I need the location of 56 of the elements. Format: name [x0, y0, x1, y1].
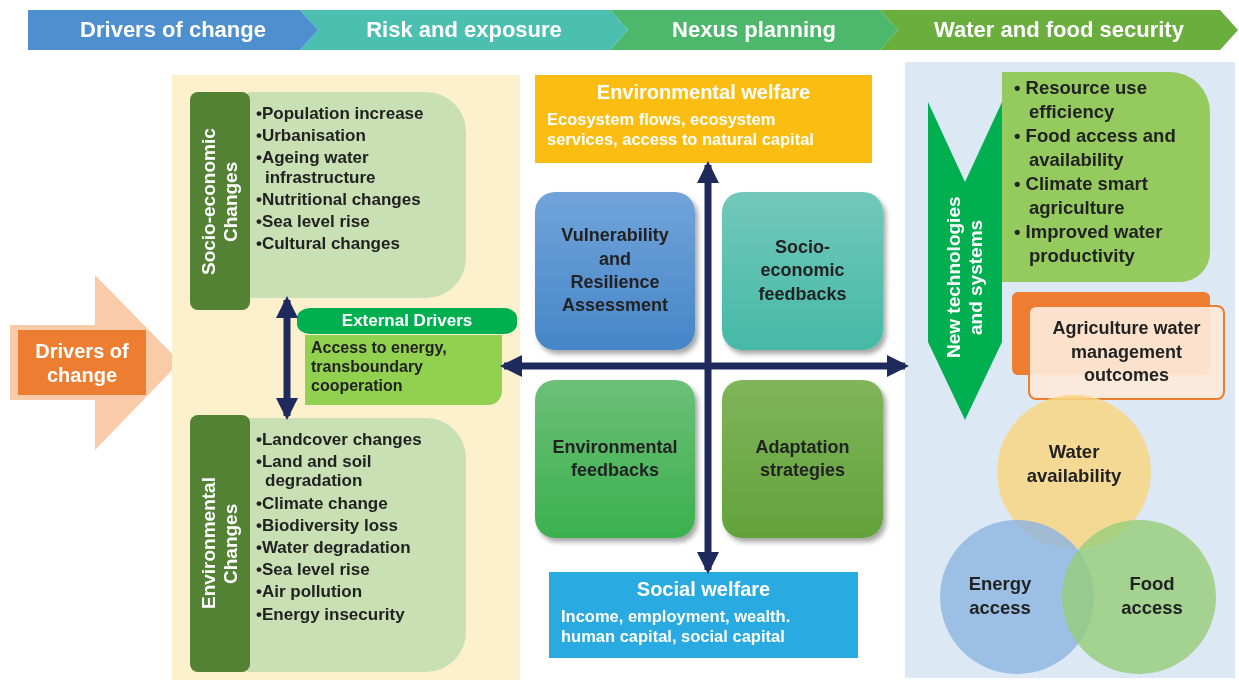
box-title: Environmental welfare [595, 81, 812, 104]
rounded-box [722, 380, 883, 538]
double-arrow [276, 296, 298, 420]
outcome-card: Agriculture water management outcomes [1028, 305, 1225, 400]
info-box [535, 75, 872, 163]
circle-label: Water availability [1025, 440, 1123, 489]
rounded-box [722, 192, 883, 350]
chevron-banner: Water and food security [880, 10, 1238, 50]
bullet-item: •Population increase [256, 104, 425, 124]
bullet-item: •Air pollution [256, 582, 364, 602]
pill-heading: External Drivers [297, 308, 517, 334]
list-panel [1002, 72, 1210, 282]
circle-label: Energy access [967, 572, 1033, 621]
double-arrow [500, 355, 909, 377]
circle-label: Food access [1120, 572, 1184, 621]
bullet-item: •Landcover changes [256, 430, 423, 450]
bullet-item: • Resource use efficiency [1014, 76, 1148, 125]
bullet-item: •Sea level rise [256, 212, 371, 232]
box-title: Social welfare [635, 578, 772, 601]
bullet-item: •Ageing water infrastructure [256, 148, 377, 187]
list-panel [248, 92, 466, 298]
bullet-item: • Improved water productivity [1014, 220, 1164, 269]
tab-label: Environmental Changes [198, 476, 242, 612]
box-label: Adaptation strategies [754, 435, 851, 482]
bullet-item: •Urbanisation [256, 126, 367, 146]
bullet-item: •Water degradation [256, 538, 412, 558]
box-text: Income, employment, wealth. human capital, social capital [561, 607, 792, 647]
box-label: Environmental feedbacks [552, 435, 678, 482]
bullet-item: •Cultural changes [256, 234, 401, 254]
driver-text: Access to energy, transboundary cooperation [305, 335, 502, 405]
background-panel [172, 75, 520, 680]
chevron-label: New technologies and systems [943, 195, 987, 360]
box-label: Vulnerability and Resilience Assessment [560, 224, 670, 318]
background-panel [905, 62, 1235, 678]
bullet-item: •Climate change [256, 493, 389, 513]
chevron-banner: Risk and exposure [300, 10, 628, 50]
double-arrow [697, 161, 719, 574]
bullet-item: •Biodiversity loss [256, 515, 399, 535]
bullet-item: •Nutritional changes [256, 189, 422, 209]
rounded-box [535, 380, 695, 538]
list-panel [248, 418, 466, 672]
tab-label: Socio-economic Changes [198, 126, 242, 277]
bullet-item: •Energy insecurity [256, 604, 406, 624]
arrow-label: Drivers of change [18, 330, 146, 395]
info-box [549, 572, 858, 658]
chevron-banner: Drivers of change [28, 10, 318, 50]
box-text: Ecosystem flows, ecosystem services, access to natural capital [547, 110, 815, 150]
bullet-item: •Sea level rise [256, 560, 371, 580]
side-tab [190, 415, 250, 672]
chevron-banner: Nexus planning [610, 10, 898, 50]
bullet-item: • Climate smart agriculture [1014, 172, 1149, 221]
bullet-item: • Food access and availability [1014, 124, 1177, 173]
box-label: Socio-economic feedbacks [757, 235, 848, 306]
side-tab [190, 92, 250, 310]
rounded-box [535, 192, 695, 350]
bullet-item: •Land and soil degradation [256, 452, 373, 491]
